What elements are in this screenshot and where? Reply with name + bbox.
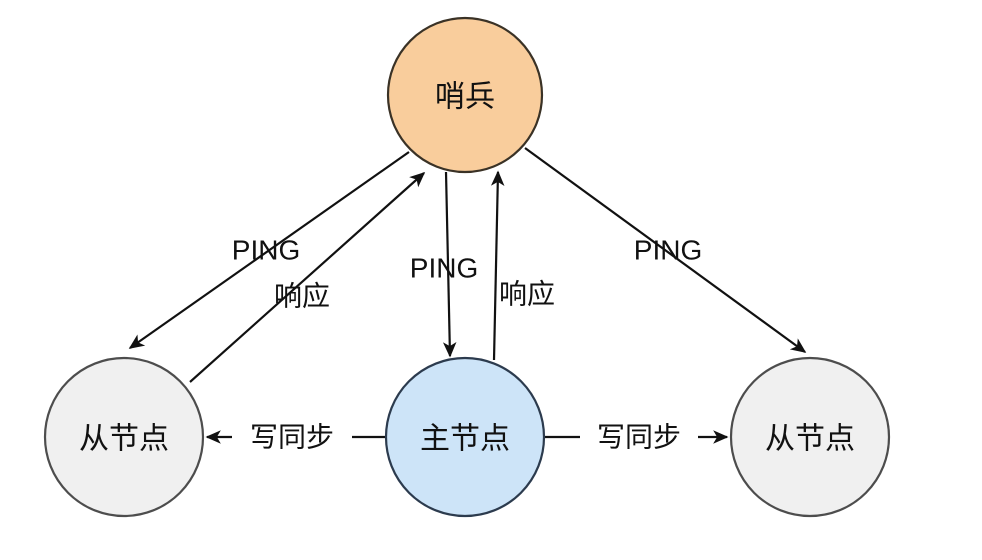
node-slave-right[interactable]: 从节点 — [729, 356, 891, 518]
edge-sentinel-ping-master: PING — [410, 171, 478, 358]
node-slave-left[interactable]: 从节点 — [43, 356, 205, 518]
edge-label-ping-center: PING — [410, 253, 478, 284]
edge-master-sync-slave-right: 写同步 — [545, 422, 729, 453]
edge-slave-left-reply-sentinel: 响应 — [189, 171, 426, 383]
edge-label-ping-right: PING — [634, 235, 702, 266]
edge-line — [189, 171, 426, 383]
edge-label-ping-left: PING — [232, 235, 300, 266]
edge-line — [442, 171, 457, 358]
edge-line — [128, 151, 410, 349]
edge-label-reply-left: 响应 — [274, 281, 330, 312]
node-sentinel-label: 哨兵 — [435, 81, 495, 114]
edge-sentinel-ping-slave-left: PING — [128, 151, 410, 349]
node-sentinel-circle[interactable] — [386, 16, 544, 174]
node-slave-right-circle[interactable] — [729, 356, 891, 518]
edge-label-sync-left: 写同步 — [250, 422, 334, 453]
node-master[interactable]: 主节点 — [384, 356, 546, 518]
node-sentinel[interactable]: 哨兵 — [386, 16, 544, 174]
node-slave-left-label: 从节点 — [79, 423, 169, 456]
edges-layer: PING 响应 PING 响应 PING 写同步 — [128, 147, 807, 453]
nodes-layer: 哨兵 从节点 主节点 从节点 — [43, 16, 891, 518]
edge-master-sync-slave-left: 写同步 — [205, 422, 386, 453]
node-slave-left-circle[interactable] — [43, 356, 205, 518]
edge-line — [524, 147, 807, 353]
edge-sentinel-ping-slave-right: PING — [524, 147, 807, 353]
node-slave-right-label: 从节点 — [765, 423, 855, 456]
node-master-label: 主节点 — [420, 423, 510, 456]
node-master-circle[interactable] — [384, 356, 546, 518]
edge-line — [490, 170, 505, 361]
edge-label-sync-right: 写同步 — [597, 422, 681, 453]
edge-master-reply-sentinel: 响应 — [490, 170, 555, 361]
edge-label-reply-center: 响应 — [499, 279, 555, 310]
